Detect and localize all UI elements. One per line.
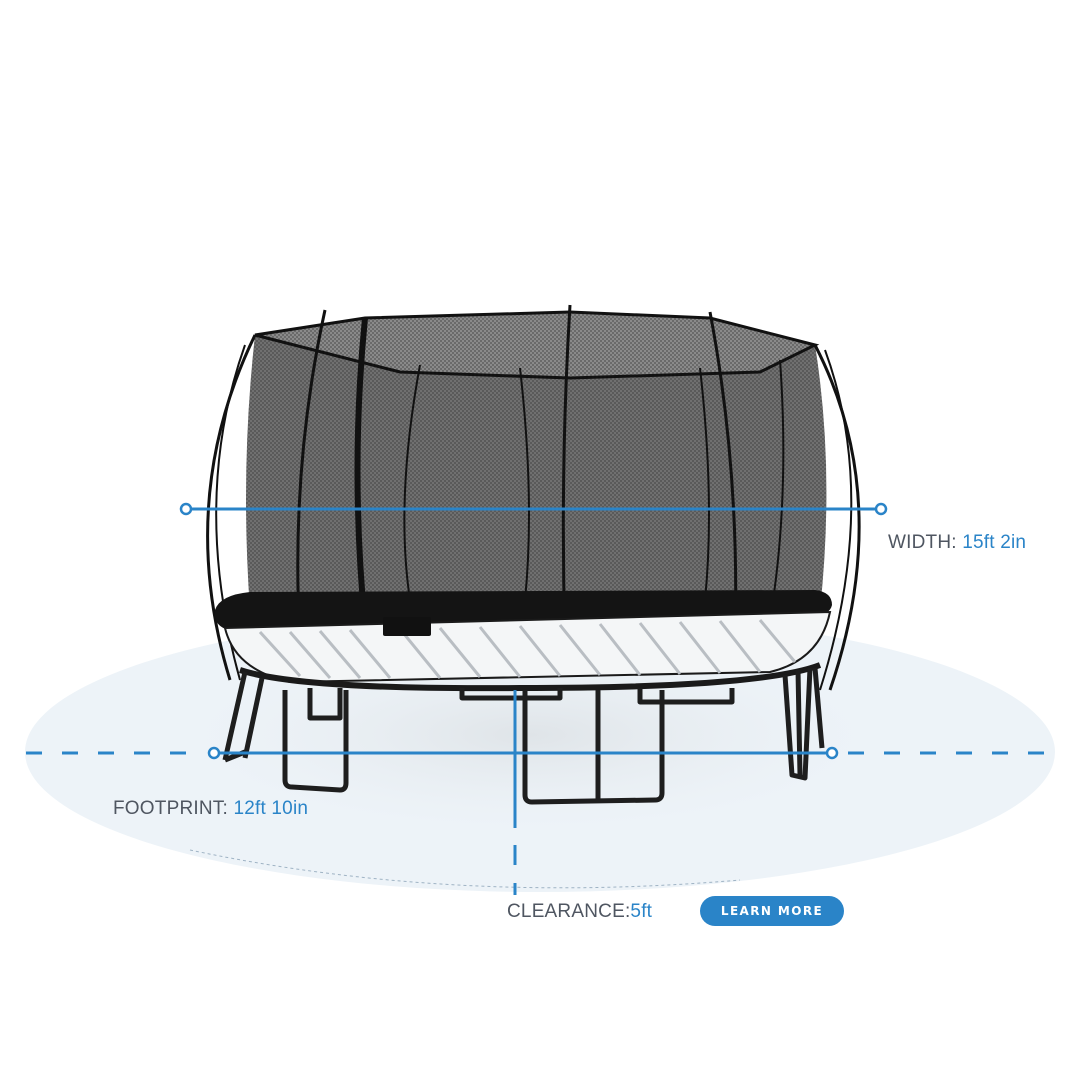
width-left-marker [179,502,193,516]
clearance-value: 5ft [630,901,653,922]
width-label: WIDTH: 15ft 2in [888,532,1026,554]
footprint-left-marker [207,746,221,760]
brand-tag [383,617,431,636]
footprint-label: FOOTPRINT: 12ft 10in [113,798,308,820]
clearance-key: CLEARANCE: [507,901,631,922]
footprint-value: 12ft 10in [233,798,309,819]
footprint-key: FOOTPRINT: [113,798,228,819]
width-dimension-line [179,502,888,516]
footprint-right-marker [825,746,839,760]
clearance-label: CLEARANCE:5ft [507,901,652,923]
width-right-marker [874,502,888,516]
trampoline-illustration [206,304,861,805]
width-value: 15ft 2in [962,532,1027,553]
width-key: WIDTH: [888,532,957,553]
learn-more-button[interactable]: LEARN MORE [700,896,844,926]
footprint-dimension-line [26,746,1055,760]
